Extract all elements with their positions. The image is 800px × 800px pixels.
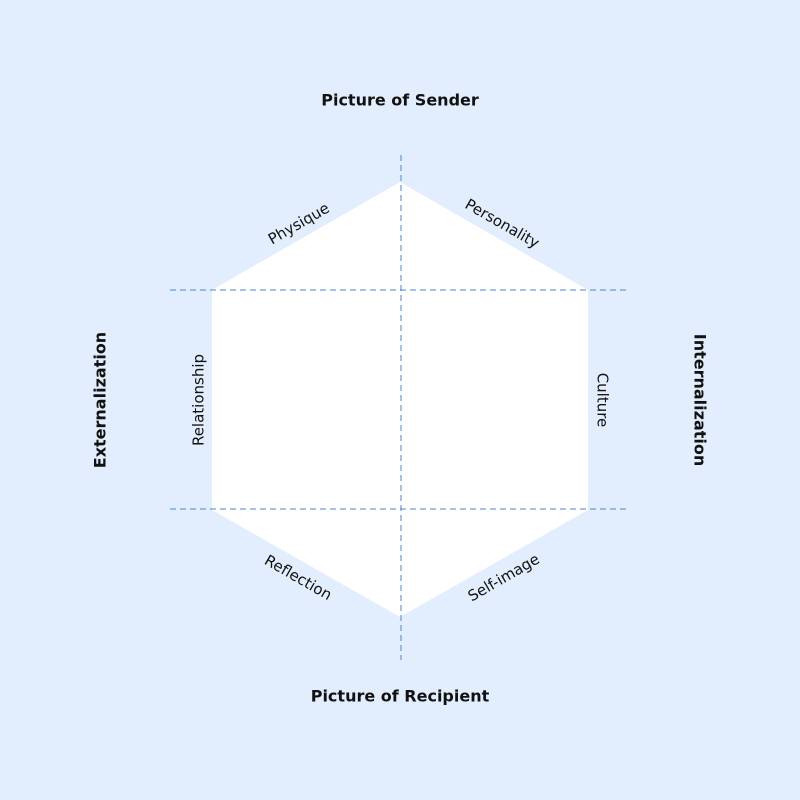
facet-label-relationship: Relationship [190, 354, 208, 446]
left-axis-title: Externalization [91, 332, 110, 468]
hexagon [212, 182, 588, 617]
right-axis-title: Internalization [691, 334, 710, 467]
bottom-axis-title: Picture of Recipient [311, 687, 490, 706]
top-axis-title: Picture of Sender [321, 91, 479, 110]
facet-label-culture: Culture [594, 373, 612, 428]
